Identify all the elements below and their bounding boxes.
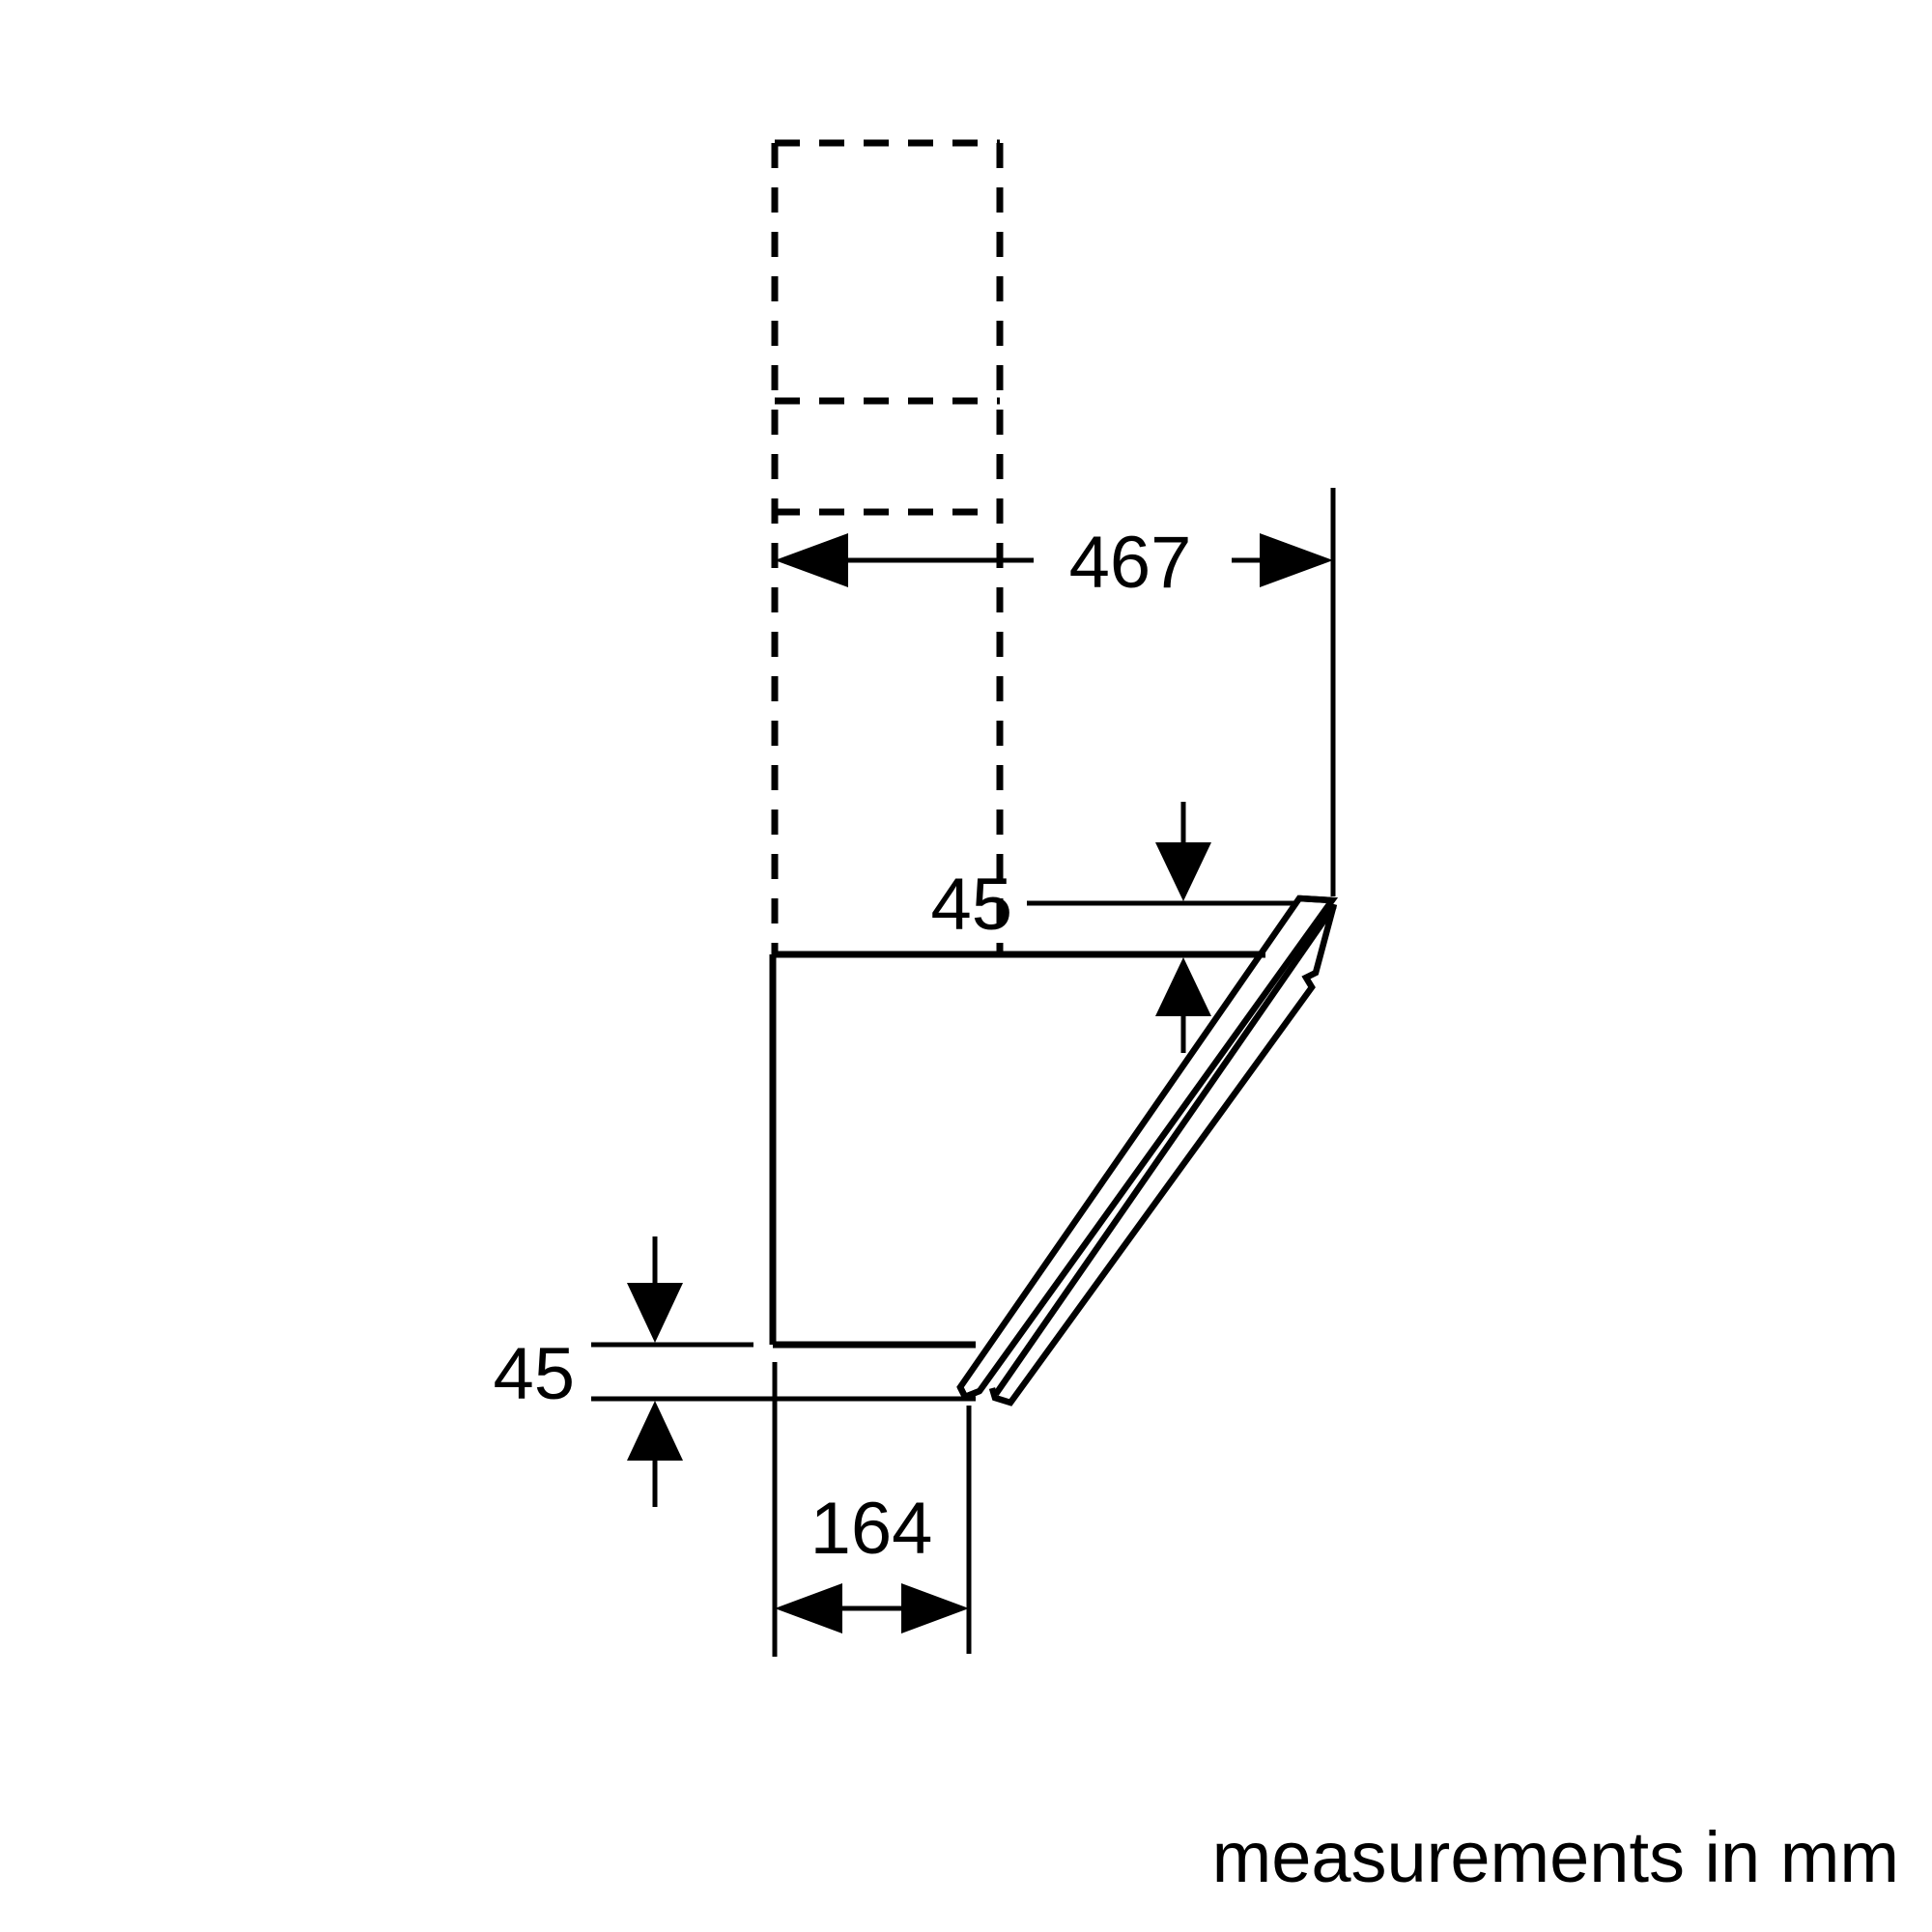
dim-label-164: 164 [810, 1488, 933, 1570]
arrow-head-467-right [1260, 533, 1333, 587]
dimension-467: 467 [775, 488, 1336, 896]
dimension-45-top: 45 [930, 802, 1294, 1053]
glass-outer-face [956, 895, 1339, 1402]
arrow-head-45-bottom-up [627, 1401, 683, 1461]
chimney-duct-outline [771, 139, 1004, 954]
arrow-head-45-bottom-down [627, 1283, 683, 1343]
arrow-head-467-left [775, 533, 848, 587]
dim-label-45-bottom: 45 [493, 1333, 575, 1415]
arrow-head-45-top-down [1155, 842, 1211, 901]
glass-inner-face [988, 903, 1338, 1406]
dimension-164: 164 [772, 1362, 972, 1657]
hood-body-outline [769, 951, 1265, 1349]
glass-bottom-cap [957, 1385, 981, 1402]
dim-label-45-top: 45 [930, 864, 1012, 946]
arrow-head-164-right [901, 1583, 969, 1634]
glass-top-cap [1298, 895, 1333, 904]
measurements-caption: measurements in mm [1212, 1817, 1899, 1897]
arrow-head-45-top-up [1155, 957, 1211, 1016]
arrow-head-164-left [775, 1583, 842, 1634]
dim-label-467: 467 [1069, 522, 1192, 604]
glass-middle-line [993, 904, 1337, 1396]
inclined-glass-panel [956, 895, 1339, 1406]
dimension-45-bottom: 45 [493, 1236, 976, 1507]
